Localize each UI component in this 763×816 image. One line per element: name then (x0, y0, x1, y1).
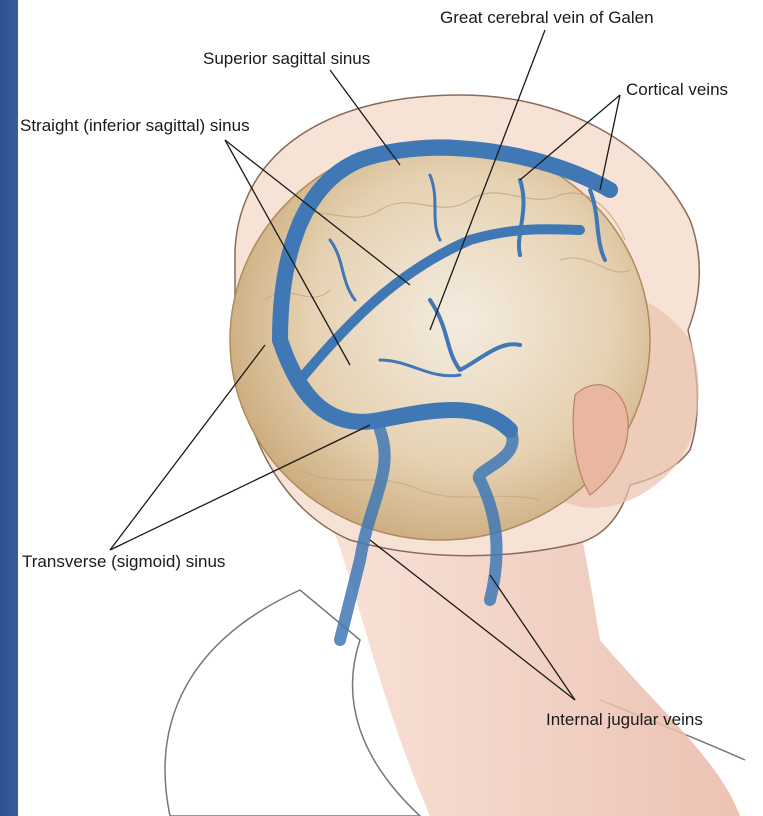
label-transverse-sinus: Transverse (sigmoid) sinus (22, 552, 225, 572)
label-internal-jugular-veins: Internal jugular veins (546, 710, 703, 730)
label-vein-of-galen: Great cerebral vein of Galen (440, 8, 654, 28)
label-straight-sinus: Straight (inferior sagittal) sinus (20, 116, 250, 136)
label-cortical-veins: Cortical veins (626, 80, 728, 100)
label-superior-sagittal-sinus: Superior sagittal sinus (203, 49, 370, 69)
